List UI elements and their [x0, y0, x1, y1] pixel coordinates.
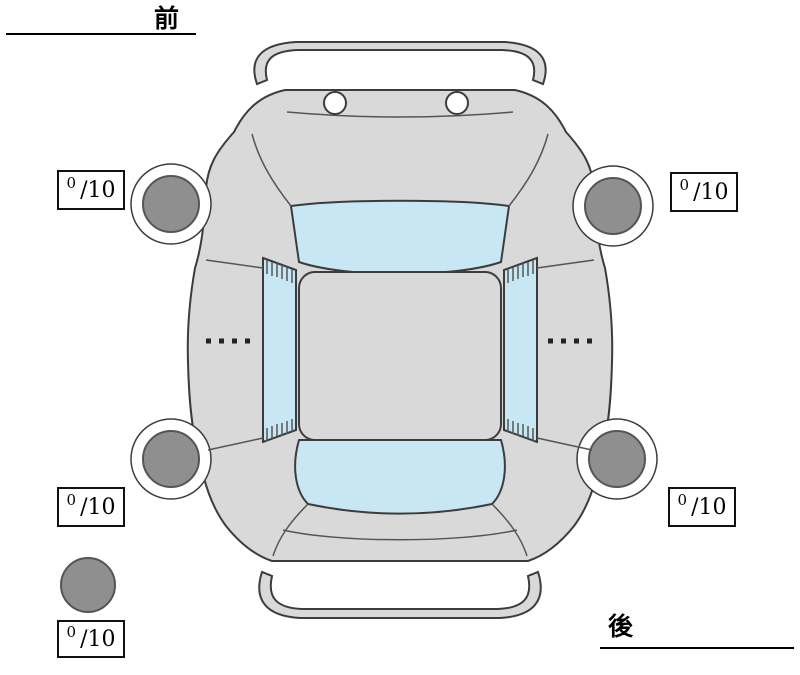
hood-detail-circle-left — [323, 91, 347, 115]
left-side-window — [262, 256, 297, 444]
tread-score-value: 0 — [66, 491, 77, 509]
rear-underline — [600, 647, 794, 649]
tread-score-value: 0 — [66, 623, 77, 641]
rear-right-tire — [588, 430, 646, 488]
tread-score-max: /10 — [693, 179, 729, 205]
tread-score-front-right[interactable]: 0 /10 — [670, 172, 738, 212]
tread-score-rear-right[interactable]: 0 /10 — [668, 487, 736, 527]
tread-score-max: /10 — [80, 177, 116, 203]
panel-seam-lines — [205, 133, 595, 557]
tread-score-max: /10 — [80, 626, 116, 652]
tread-score-value: 0 — [679, 176, 690, 194]
right-window-hatch — [507, 260, 534, 441]
right-side-window — [503, 256, 538, 444]
spare-tire — [60, 557, 116, 613]
front-bumper — [253, 41, 547, 86]
tread-score-max: /10 — [691, 494, 727, 520]
roof-panel — [298, 271, 502, 441]
front-underline — [6, 33, 196, 35]
tread-score-rear-left[interactable]: 0 /10 — [57, 487, 125, 527]
left-window-hatch — [266, 260, 293, 441]
rear-label: 後 — [608, 612, 634, 641]
tread-score-spare[interactable]: 0 /10 — [57, 620, 125, 658]
front-left-tire — [142, 175, 200, 233]
windshield — [289, 199, 511, 275]
tread-score-max: /10 — [80, 494, 116, 520]
tread-score-front-left[interactable]: 0 /10 — [57, 170, 125, 210]
tread-score-value: 0 — [66, 174, 77, 192]
rear-left-tire — [142, 430, 200, 488]
hood-detail-circle-right — [445, 91, 469, 115]
front-right-tire — [584, 177, 642, 235]
rear-window — [294, 439, 506, 515]
hood-seam-line — [286, 111, 514, 118]
tread-score-value: 0 — [677, 491, 688, 509]
front-label: 前 — [154, 4, 180, 33]
rear-bumper — [258, 570, 542, 619]
